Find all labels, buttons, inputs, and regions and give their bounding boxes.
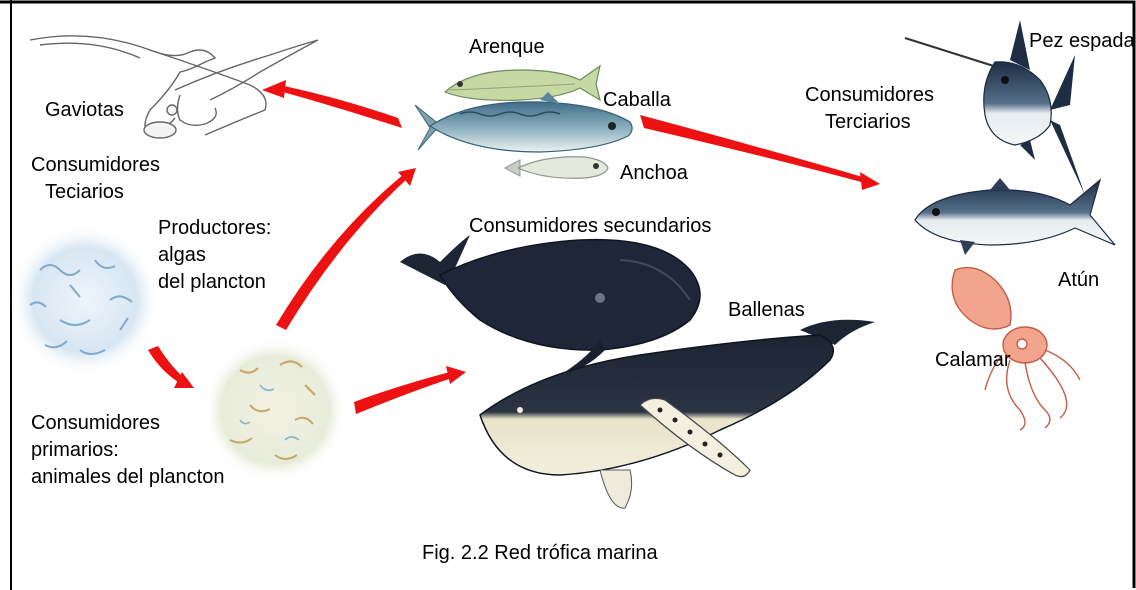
phytoplankton-icon [10,225,160,375]
label-line: Terciarios [805,109,934,136]
arrow-zoo-to-fish [276,174,408,330]
anchovy-icon [505,157,608,179]
label-line: animales del plancton [31,464,224,491]
arrow-zoo-to-whales [354,372,452,414]
label-line: del plancton [158,269,271,296]
label-atun: Atún [1058,267,1099,294]
mackerel-icon [415,92,632,152]
label-line: Consumidores [31,410,224,437]
label-arenque: Arenque [469,34,545,61]
label-line: Consumidores [31,152,160,179]
label-line: algas [158,242,271,269]
label-line: Teciarios [31,179,160,206]
arrow-phyto-to-zoo [148,346,182,382]
label-consumidores-teciarios: Consumidores Teciarios [31,152,160,206]
label-gaviotas: Gaviotas [45,97,124,124]
arrowhead-gulls [262,80,286,98]
label-consumidores-terciarios: Consumidores Terciarios [805,82,934,136]
label-pez-espada: Pez espada [1029,28,1135,55]
humpback-whale-icon [480,320,875,508]
label-calamar: Calamar [935,347,1011,374]
herring-icon [445,66,600,100]
label-line: Consumidores [805,82,934,109]
arrowhead-tuna [860,172,880,190]
arrow-fish-to-gulls [283,86,402,128]
tuna-icon [915,178,1115,255]
label-productores: Productores: algas del plancton [158,215,271,296]
label-line: primarios: [31,437,224,464]
label-consumidores-secundarios: Consumidores secundarios [469,213,711,240]
label-ballenas: Ballenas [728,297,805,324]
label-consumidores-primarios: Consumidores primarios: animales del pla… [31,410,224,491]
right-whale-icon [400,235,700,372]
label-anchoa: Anchoa [620,160,688,187]
figure-caption: Fig. 2.2 Red trófica marina [422,540,658,567]
arrowhead-whales [446,366,466,384]
zooplankton-icon [203,338,347,482]
label-caballa: Caballa [603,87,671,114]
label-line: Productores: [158,215,271,242]
